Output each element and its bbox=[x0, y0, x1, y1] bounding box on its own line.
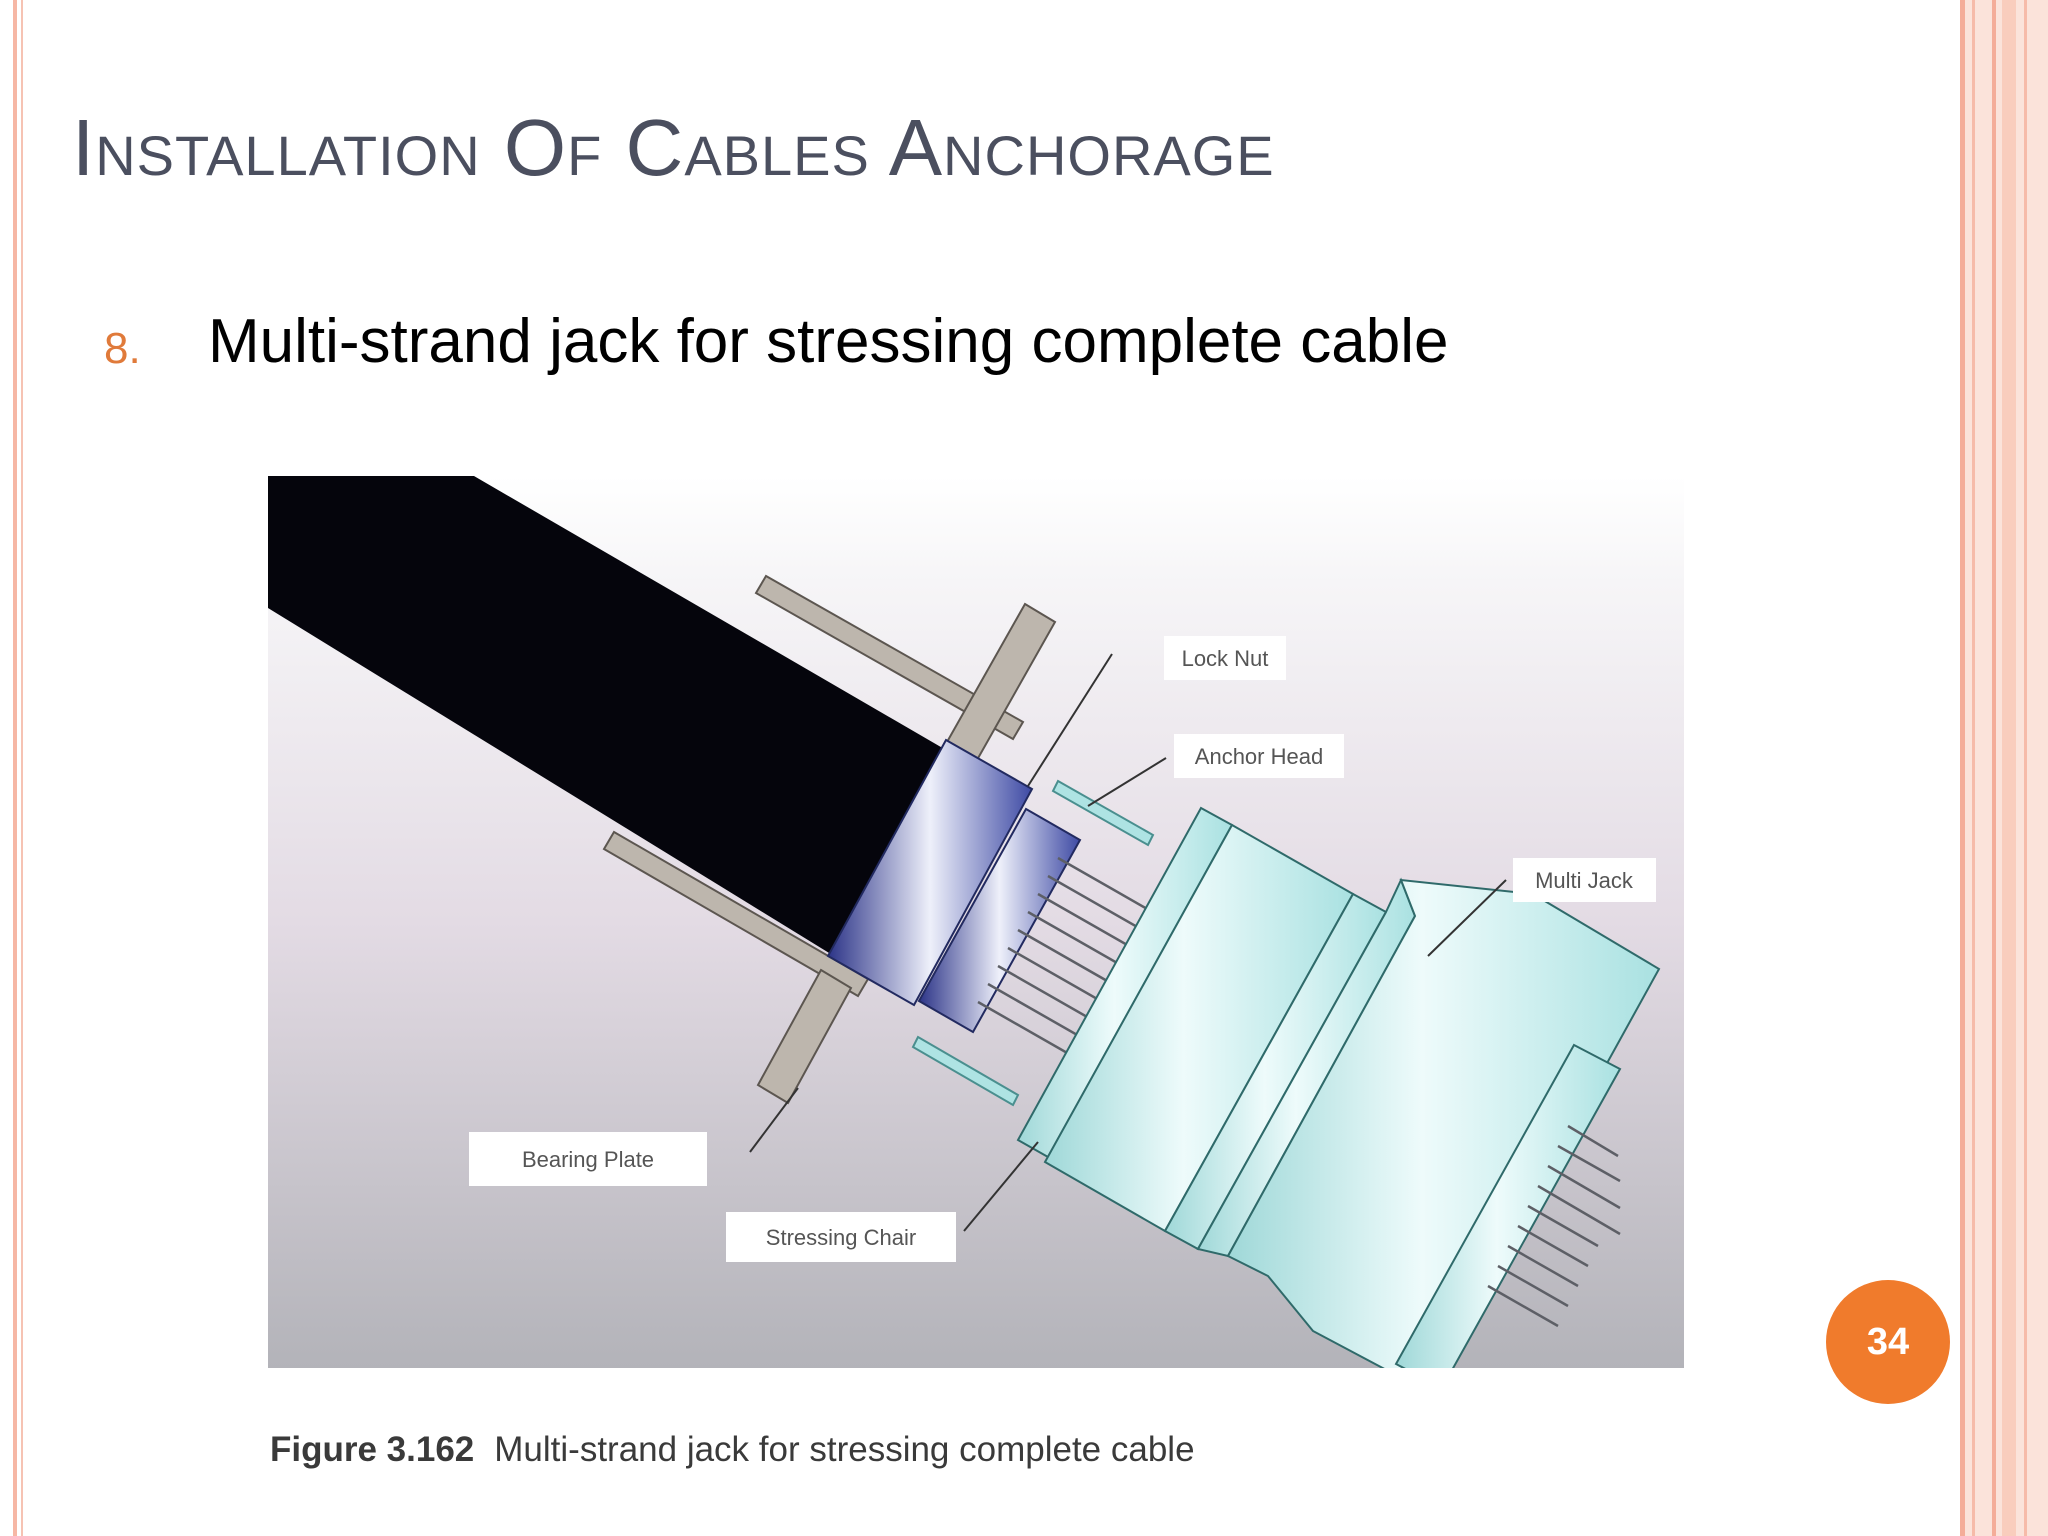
figure-caption-text: Multi-strand jack for stressing complete… bbox=[494, 1430, 1195, 1469]
strands-exit bbox=[1487, 1124, 1621, 1328]
cable-body bbox=[268, 476, 946, 956]
bullet-text: Multi-strand jack for stressing complete… bbox=[208, 307, 1449, 376]
right-border-stripe bbox=[1992, 0, 1996, 1536]
left-border-line bbox=[13, 0, 17, 1536]
figure-caption: Figure 3.162 Multi-strand jack for stress… bbox=[270, 1430, 1195, 1470]
anchor-head-ring-inner bbox=[917, 807, 1082, 1034]
callout-leader-lines bbox=[749, 653, 1507, 1232]
callout-lock-nut: Lock Nut bbox=[1164, 636, 1286, 680]
stressing-chair-leg-upper bbox=[1051, 779, 1155, 847]
leader-stressing-chair bbox=[963, 1141, 1039, 1232]
leader-bearing-plate bbox=[749, 1087, 799, 1153]
bearing-plate-upper bbox=[754, 574, 1025, 741]
callout-anchor-head: Anchor Head bbox=[1174, 734, 1344, 778]
right-border-stripe bbox=[2024, 0, 2027, 1536]
right-border-stripe bbox=[1972, 0, 1975, 1536]
figure-caption-number: Figure 3.162 bbox=[270, 1430, 475, 1469]
right-border-stripe bbox=[1960, 0, 1965, 1536]
label-multi-jack: Multi Jack bbox=[1535, 868, 1634, 893]
label-bearing-plate: Bearing Plate bbox=[522, 1147, 654, 1172]
page-number: 34 bbox=[1866, 1320, 1910, 1363]
bearing-plate-lower-edge bbox=[756, 968, 853, 1105]
multi-jack-piston bbox=[1394, 1043, 1622, 1368]
callout-bearing-plate: Bearing Plate bbox=[469, 1132, 707, 1186]
left-border-line-inner bbox=[21, 0, 23, 1536]
callout-multi-jack: Multi Jack bbox=[1513, 858, 1656, 902]
jack-diagram: Lock Nut Anchor Head Multi Jack Bearing … bbox=[268, 476, 1684, 1368]
multi-jack-body-4 bbox=[1226, 878, 1661, 1368]
leader-lock-nut bbox=[1027, 653, 1113, 787]
label-stressing-chair: Stressing Chair bbox=[766, 1225, 916, 1250]
stressing-chair-leg-lower bbox=[911, 1035, 1020, 1107]
leader-anchor-head bbox=[1087, 757, 1167, 807]
leader-multi-jack bbox=[1427, 879, 1507, 957]
label-lock-nut: Lock Nut bbox=[1182, 646, 1269, 671]
anchor-head-ring-outer bbox=[826, 738, 1034, 1007]
page-number-badge: 34 bbox=[1826, 1280, 1950, 1404]
callout-stressing-chair: Stressing Chair bbox=[726, 1212, 956, 1262]
right-border-stripe bbox=[2002, 0, 2016, 1536]
slide-title: Installation Of Cables Anchorage bbox=[72, 103, 1275, 192]
bullet-number: 8. bbox=[104, 324, 141, 373]
label-anchor-head: Anchor Head bbox=[1195, 744, 1323, 769]
